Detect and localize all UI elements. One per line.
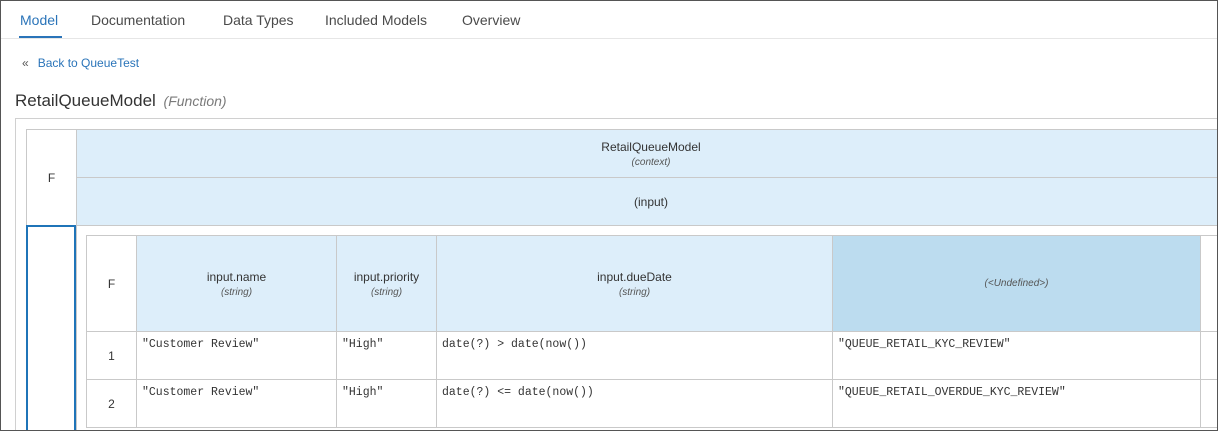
dmn-expression-grid: F RetailQueueModel (context) (input) F i… <box>15 118 1217 430</box>
context-name: RetailQueueModel <box>601 139 701 154</box>
outer-hit-policy: F <box>47 170 56 185</box>
column-type: (string) <box>618 286 651 298</box>
column-type: (<Undefined>) <box>984 278 1049 289</box>
input-header-cell[interactable]: (input) <box>76 177 1217 226</box>
tab-data-types[interactable]: Data Types <box>223 12 294 28</box>
tab-model[interactable]: Model <box>20 12 59 28</box>
row-number-cell[interactable]: 1 <box>86 331 137 380</box>
annotation-header-cell[interactable] <box>1200 235 1217 332</box>
outer-hit-policy-cell[interactable]: F <box>26 129 77 226</box>
active-tab-indicator <box>19 36 62 38</box>
double-chevron-left-icon: « <box>22 56 29 70</box>
tab-overview[interactable]: Overview <box>462 12 521 28</box>
table-cell[interactable]: "High" <box>336 379 437 428</box>
row-number-cell[interactable]: 2 <box>86 379 137 428</box>
row-number: 2 <box>108 396 115 411</box>
column-name: input.priority <box>353 269 420 284</box>
annotation-cell[interactable] <box>1200 331 1217 380</box>
annotation-cell[interactable] <box>1200 379 1217 428</box>
table-cell[interactable]: "High" <box>336 331 437 380</box>
column-type: (string) <box>220 286 253 298</box>
model-name: RetailQueueModel <box>15 91 156 110</box>
table-cell[interactable]: "QUEUE_RETAIL_OVERDUE_KYC_REVIEW" <box>832 379 1201 428</box>
table-cell[interactable]: "Customer Review" <box>136 331 337 380</box>
table-cell[interactable]: "QUEUE_RETAIL_KYC_REVIEW" <box>832 331 1201 380</box>
row-number: 1 <box>108 348 115 363</box>
column-header-input-name[interactable]: input.name (string) <box>136 235 337 332</box>
column-header-input-duedate[interactable]: input.dueDate (string) <box>436 235 833 332</box>
hit-policy: F <box>107 276 116 291</box>
input-label: (input) <box>633 194 668 209</box>
hit-policy-cell[interactable]: F <box>86 235 137 332</box>
context-body-cell <box>76 225 1217 430</box>
back-link[interactable]: « Back to QueueTest <box>22 56 139 70</box>
back-link-label: Back to QueueTest <box>37 56 140 70</box>
tab-documentation[interactable]: Documentation <box>91 12 186 28</box>
context-header-cell[interactable]: RetailQueueModel (context) <box>76 129 1217 178</box>
table-cell[interactable]: "Customer Review" <box>136 379 337 428</box>
page-title: RetailQueueModel (Function) <box>15 91 227 111</box>
table-cell[interactable]: date(?) <= date(now()) <box>436 379 833 428</box>
table-cell[interactable]: date(?) > date(now()) <box>436 331 833 380</box>
column-type: (string) <box>370 286 403 298</box>
column-header-input-priority[interactable]: input.priority (string) <box>336 235 437 332</box>
selected-row-cell[interactable] <box>26 225 76 430</box>
model-kind: (Function) <box>163 93 227 109</box>
tab-bar: Model Documentation Data Types Included … <box>1 1 1217 39</box>
column-name: input.name <box>206 269 267 284</box>
context-kind: (context) <box>631 156 671 168</box>
column-header-output-undefined[interactable]: (<Undefined>) <box>832 235 1201 332</box>
column-name: input.dueDate <box>597 269 672 284</box>
tab-included-models[interactable]: Included Models <box>325 12 427 28</box>
